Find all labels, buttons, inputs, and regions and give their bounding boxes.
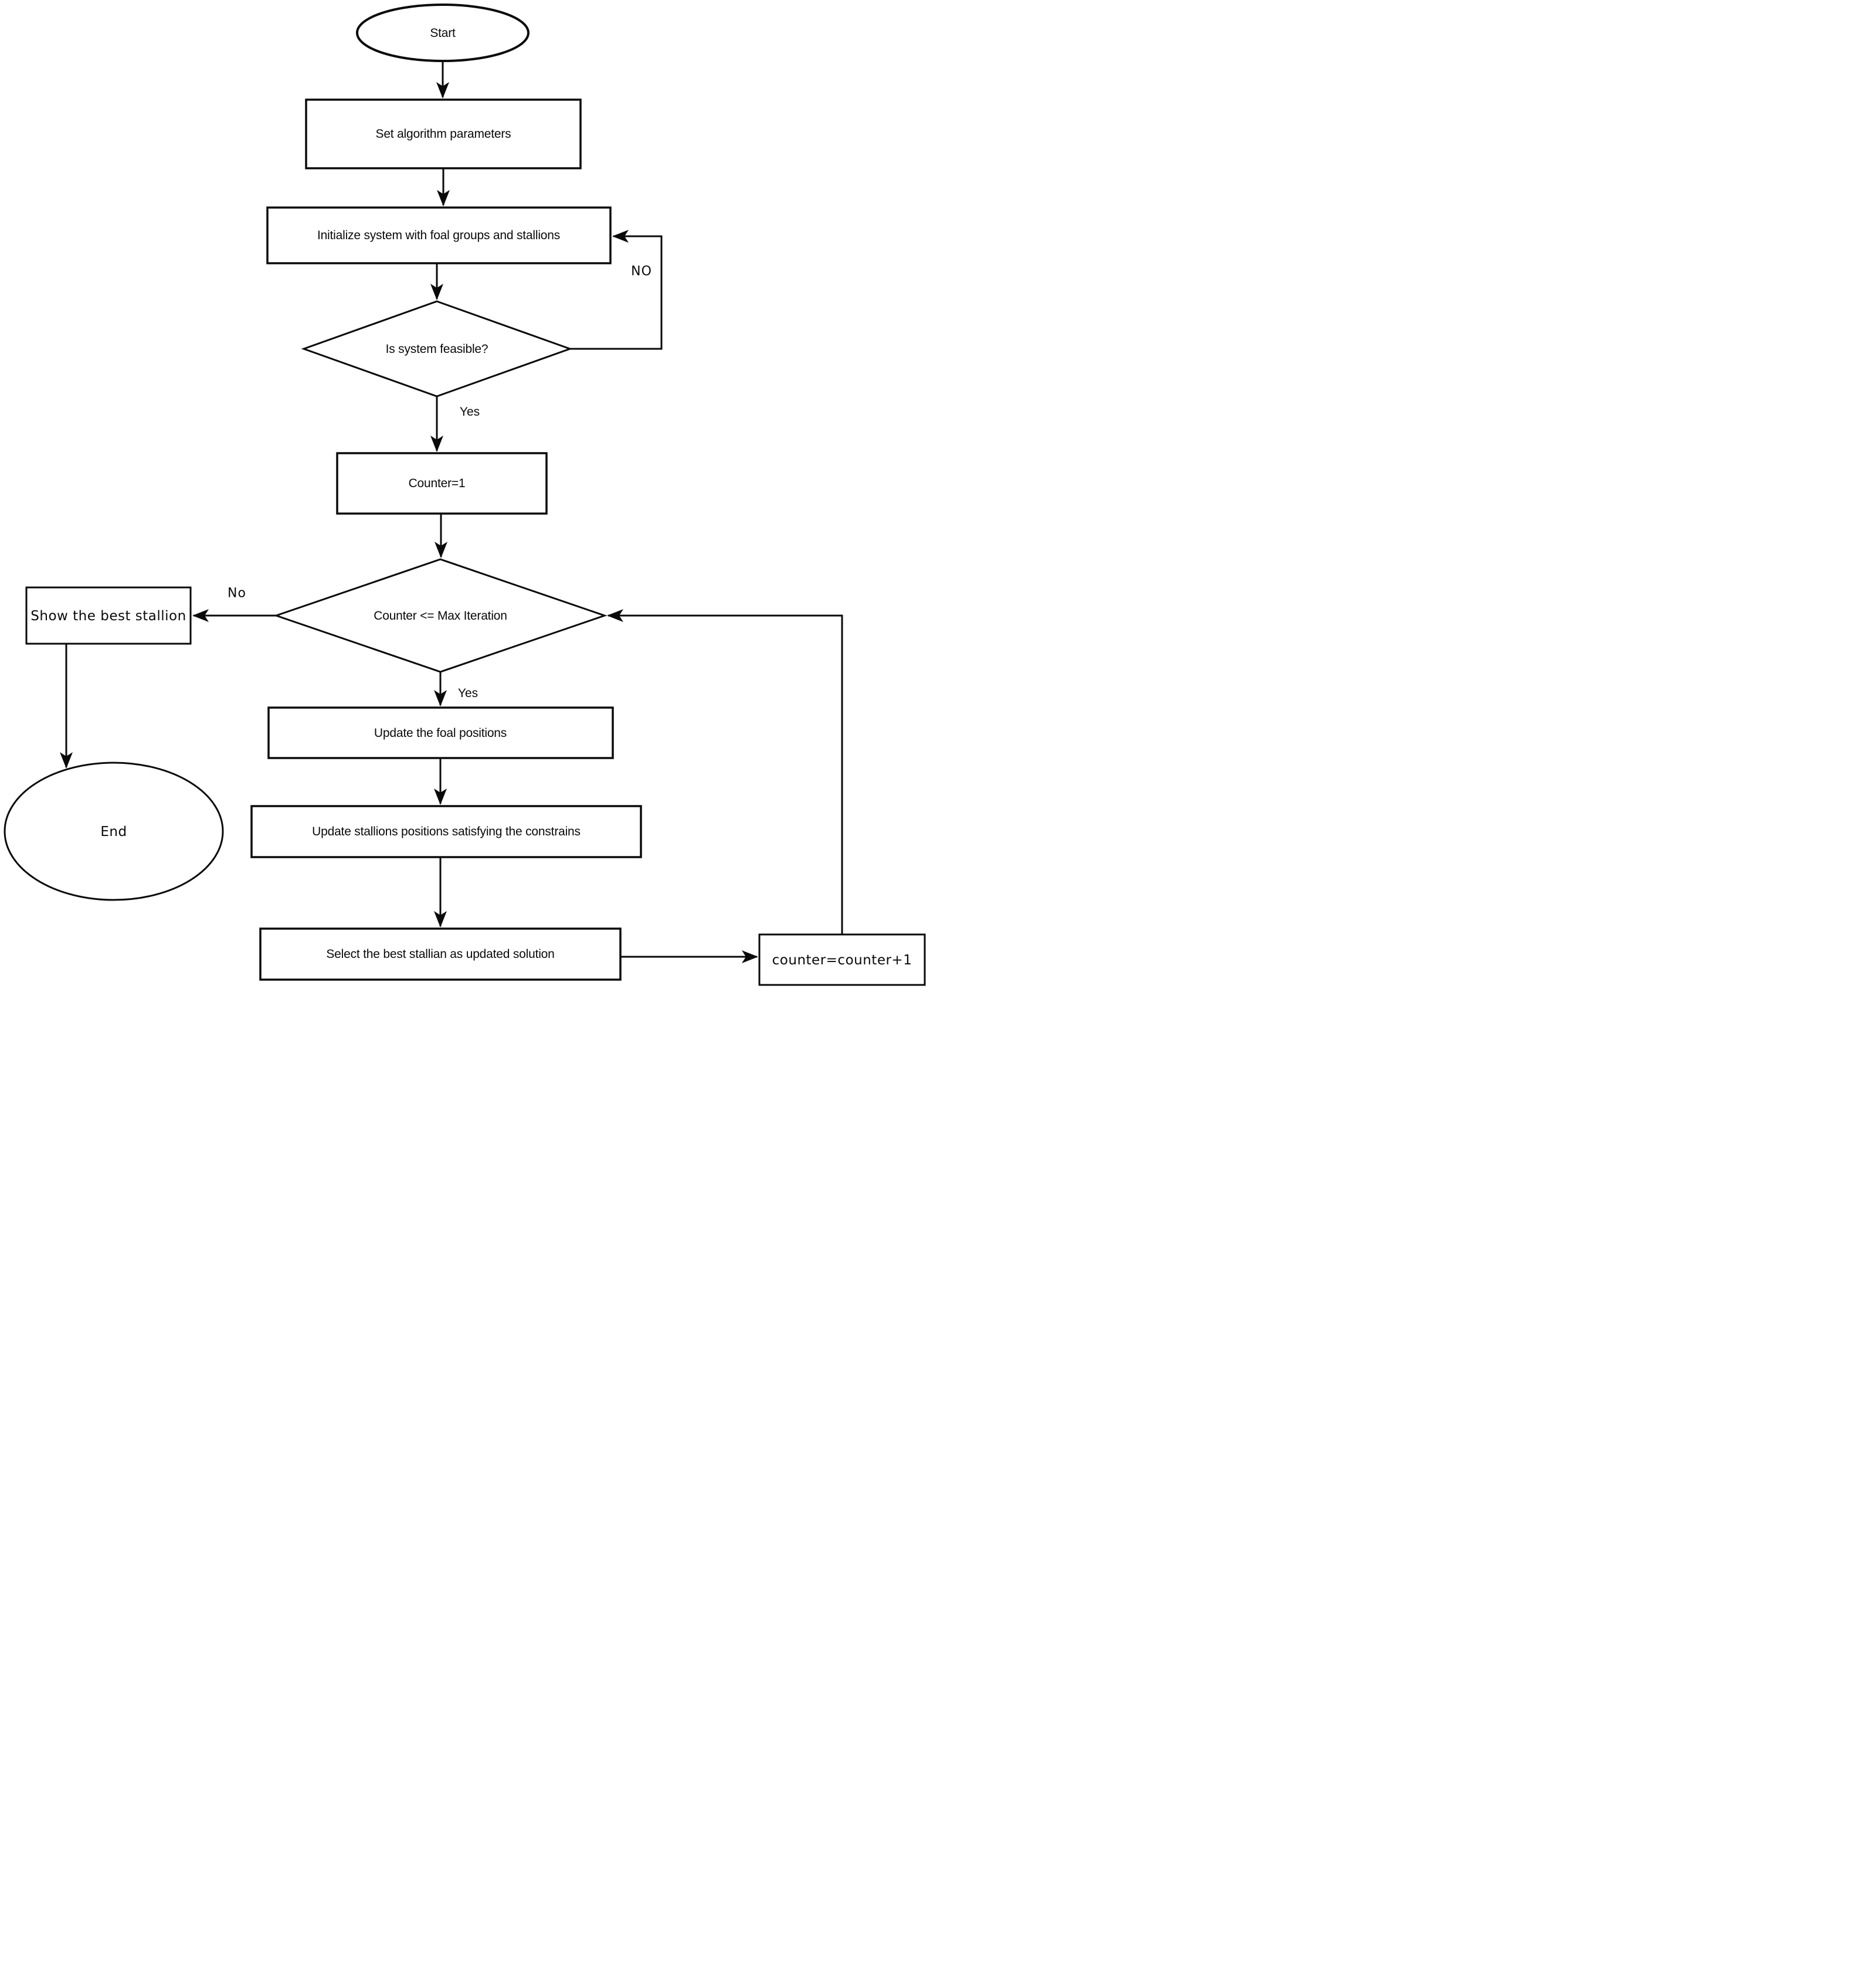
set-params-box — [305, 98, 582, 169]
update-foal-box — [267, 706, 614, 759]
end-ellipse — [4, 762, 224, 901]
edge-label-feasible-no: NO — [631, 264, 652, 279]
initialize-box — [266, 206, 612, 264]
end-label: End — [100, 824, 127, 840]
counter-inc-box — [758, 933, 926, 986]
start-label: Start — [430, 26, 456, 40]
select-best-box — [259, 927, 622, 981]
update-stallions-label: Update stallions positions satisfying th… — [312, 825, 581, 838]
edge-counter-inc-loop-to-max-iter — [607, 609, 843, 934]
start-ellipse — [356, 4, 530, 62]
edge-label-feasible-yes: Yes — [459, 405, 480, 419]
update-foal-label: Update the foal positions — [374, 726, 507, 740]
counter-init-label: Counter=1 — [408, 477, 466, 490]
edge-feasible-no-loop-to-initialize — [570, 230, 663, 350]
feasible-diamond — [301, 300, 573, 397]
initialize-label: Initialize system with foal groups and s… — [317, 229, 561, 242]
select-best-label: Select the best stallian as updated solu… — [326, 947, 555, 961]
feasible-label: Is system feasible? — [385, 342, 488, 356]
flowchart-graphics — [4, 4, 926, 986]
flowchart-canvas: Start Set algorithm parameters Initializ… — [0, 0, 926, 994]
set-params-label: Set algorithm parameters — [375, 127, 511, 141]
edge-label-max-iter-yes: Yes — [457, 687, 478, 700]
update-stallions-box — [250, 805, 642, 858]
show-best-label: Show the best stallion — [30, 609, 186, 624]
counter-inc-label: counter=counter+1 — [772, 953, 912, 968]
edge-label-max-iter-no: No — [228, 586, 246, 601]
max-iter-label: Counter <= Max Iteration — [374, 609, 507, 623]
max-iter-diamond — [273, 558, 608, 673]
show-best-box — [25, 586, 192, 645]
counter-init-box — [336, 452, 548, 515]
